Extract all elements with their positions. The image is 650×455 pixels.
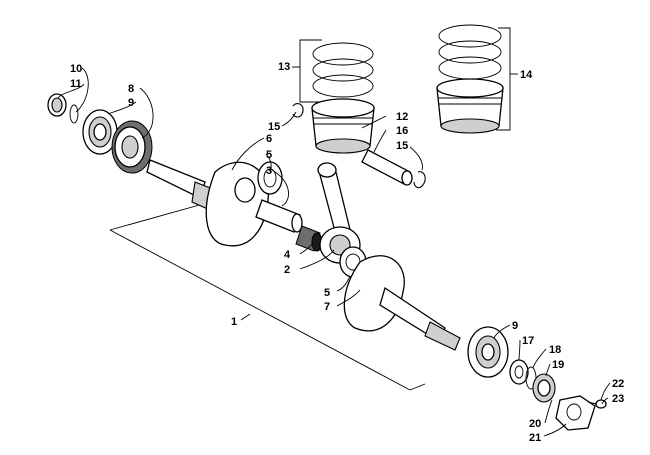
seal-19 <box>532 373 556 403</box>
piston-pin-16 <box>361 149 413 186</box>
callout-5-upper: 5 <box>266 149 272 161</box>
bracket-14 <box>496 27 518 131</box>
callout-15-lower: 15 <box>396 140 408 152</box>
leader-lines <box>57 67 611 437</box>
piston-rings-14 <box>438 24 502 80</box>
callout-2: 2 <box>284 264 290 276</box>
callout-5-lower: 5 <box>324 287 330 299</box>
callout-4: 4 <box>284 249 291 261</box>
piston-rings-13 <box>312 42 374 98</box>
callout-9-left: 9 <box>128 97 134 109</box>
callout-22: 22 <box>612 378 624 390</box>
callout-10: 10 <box>70 63 82 75</box>
main-bearing-left <box>82 109 118 155</box>
callout-6: 6 <box>266 133 272 145</box>
drive-gear <box>111 120 153 174</box>
callout-15-upper: 15 <box>268 121 280 133</box>
callout-13: 13 <box>278 61 290 73</box>
callout-14: 14 <box>520 69 533 81</box>
crank-pin <box>255 199 303 233</box>
callout-3: 3 <box>266 165 272 177</box>
callout-labels: 10 11 8 9 6 5 3 15 13 14 12 16 15 4 2 5 … <box>70 61 624 444</box>
piston-14 <box>436 78 504 134</box>
callout-9-right: 9 <box>512 320 518 332</box>
callout-17: 17 <box>522 335 534 347</box>
spacer-17 <box>509 359 529 385</box>
retainer-plate <box>555 395 596 431</box>
circlip-lower <box>413 171 426 189</box>
oil-seal <box>47 93 67 117</box>
main-bearing-right <box>467 326 509 378</box>
circlip-upper <box>292 103 304 118</box>
piston-12 <box>311 98 375 154</box>
crankshaft-right-half <box>343 255 461 351</box>
callout-7: 7 <box>324 301 330 313</box>
callout-19: 19 <box>552 359 564 371</box>
bracket-13 <box>292 39 322 103</box>
callout-11: 11 <box>70 78 82 90</box>
callout-21: 21 <box>529 432 541 444</box>
callout-18: 18 <box>549 344 561 356</box>
callout-8: 8 <box>128 83 134 95</box>
crankshaft-left-half <box>146 159 269 247</box>
callout-20: 20 <box>529 418 541 430</box>
callout-23: 23 <box>612 393 624 405</box>
callout-12: 12 <box>396 111 408 123</box>
snap-ring-11 <box>69 104 79 124</box>
callout-16: 16 <box>396 125 408 137</box>
callout-1: 1 <box>231 316 237 328</box>
